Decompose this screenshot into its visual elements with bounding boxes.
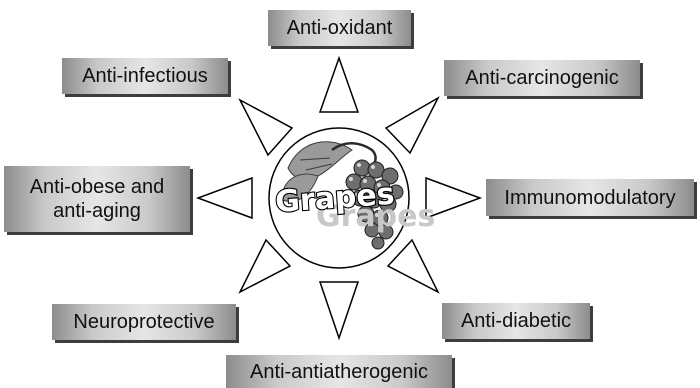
property-label: Anti-oxidant	[287, 16, 393, 40]
property-label-line-1: Anti-obese and	[30, 175, 165, 199]
property-label: Immunomodulatory	[504, 186, 675, 210]
arrow-left	[198, 178, 252, 218]
property-label: Anti-infectious	[82, 64, 208, 88]
property-box-neuroprotective: Neuroprotective	[52, 304, 236, 340]
property-label: Neuroprotective	[73, 310, 214, 334]
property-box-anti-antiatherogenic: Anti-antiatherogenic	[226, 355, 452, 388]
property-label: Anti-diabetic	[461, 309, 571, 333]
property-box-anti-oxidant: Anti-oxidant	[268, 10, 411, 46]
property-label-line-2: anti-aging	[53, 199, 141, 223]
arrow-top-right	[386, 98, 438, 153]
property-box-anti-obese-anti-aging: Anti-obese and anti-aging	[4, 166, 190, 232]
property-label: Anti-antiatherogenic	[250, 360, 428, 384]
arrow-bottom	[320, 282, 358, 338]
arrow-top	[320, 58, 358, 112]
property-box-anti-carcinogenic: Anti-carcinogenic	[444, 60, 640, 96]
arrow-top-left	[240, 100, 292, 155]
property-box-anti-infectious: Anti-infectious	[62, 58, 228, 94]
arrow-bottom-left	[240, 240, 290, 292]
property-label: Anti-carcinogenic	[465, 66, 618, 90]
property-box-anti-diabetic: Anti-diabetic	[442, 303, 590, 339]
property-box-immunomodulatory: Immunomodulatory	[486, 179, 694, 216]
arrow-bottom-right	[388, 240, 438, 292]
